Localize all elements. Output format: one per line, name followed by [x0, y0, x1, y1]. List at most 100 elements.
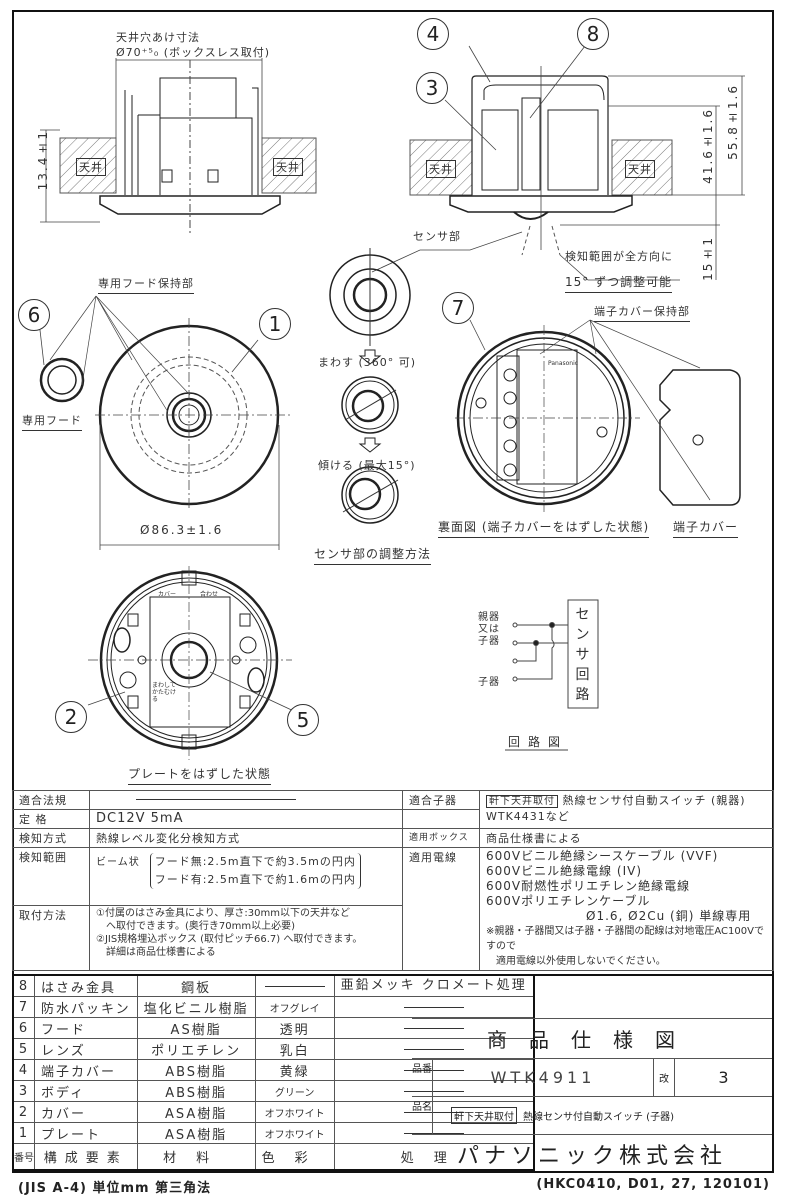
revision-number: 3 [718, 1068, 729, 1087]
product-name-tag: 軒下天井取付 [451, 1107, 517, 1124]
part-name: カバー [34, 1101, 138, 1123]
spec-compat-label: 適合子器 [402, 790, 480, 810]
part-name: 防水パッキン [34, 996, 138, 1018]
sensor-height-dim: 15±1 [701, 236, 715, 281]
hood-label: 専用フード [22, 412, 82, 431]
install-line: ②JIS規格埋込ボックス (取付ピッチ66.7) へ取付できます。 [96, 934, 363, 946]
wire-note: ※親器・子器間又は子器・子器間の配線は対地電圧AC100Vですので [486, 926, 764, 952]
range-type: ビーム状 [96, 857, 140, 868]
wire-line: 600Vビニル絶縁電線 (IV) [486, 864, 643, 878]
install-line: ①付属のはさみ金具により、厚さ:30mm以下の天井など [96, 908, 350, 920]
parts-row: 7 防水パッキン 塩化ビニル樹脂 オフグレイ [12, 996, 535, 1018]
wire-note: 適用電線以外使用しないでください。 [496, 956, 666, 967]
balloon-2: 2 [55, 701, 87, 733]
spec-rating-value: DC12V 5mA [89, 809, 403, 829]
front-view [39, 295, 290, 550]
compat-line2: WTK4431など [486, 810, 570, 823]
header-name: 構成要素 [34, 1143, 138, 1170]
part-material: 鋼板 [136, 974, 256, 997]
tilt-label: 傾ける (最大15°) [318, 459, 416, 472]
range-line1: フード無:2.5m直下で約3.5mの円内 [154, 855, 356, 868]
range-line2: フード有:2.5m直下で約1.6mの円内 [154, 873, 356, 886]
spec-law-label: 適合法規 [12, 790, 90, 810]
hole-size-dim: Ø70⁺⁵₀ (ボックスレス取付) [116, 46, 271, 59]
body-height-dim: 41.6±1.6 [701, 108, 715, 184]
wire-line: Ø1.6, Ø2Cu (銅) 単線専用 [586, 909, 752, 923]
compat-tag: 軒下天井取付 [486, 795, 558, 808]
sensor-part-label: センサ部 [413, 230, 461, 243]
part-no: 6 [12, 1017, 35, 1039]
part-no: 7 [12, 996, 35, 1018]
spec-box-label: 適用ボックス [402, 828, 480, 848]
align-mark: 合わせ [200, 591, 219, 598]
sensor-circuit-box-label: センサ回路 [575, 607, 591, 703]
part-color: 透明 [254, 1017, 335, 1039]
wire-line: 600V耐燃性ポリエチレン絶縁電線 [486, 879, 691, 893]
ceiling-label: 天井 [273, 158, 303, 176]
spec-method-label: 検知方式 [12, 828, 90, 848]
balloon-1: 1 [259, 308, 291, 340]
plate-removed-caption: プレートをはずした状態 [128, 765, 272, 785]
part-material: ポリエチレン [136, 1038, 256, 1060]
part-material: AS樹脂 [136, 1017, 256, 1039]
compat-line1: 熱線センサ付自動スイッチ (親器) [562, 794, 746, 807]
header-color: 色彩 [254, 1143, 335, 1170]
part-material: ASA樹脂 [136, 1122, 256, 1144]
hood-holder-label: 専用フード保持部 [98, 275, 194, 294]
part-name: 端子カバー [34, 1059, 138, 1081]
ceiling-label: 天井 [625, 160, 655, 178]
ceiling-label: 天井 [426, 160, 456, 178]
rotate-label: まわす (360° 可) [318, 356, 417, 369]
spec-range-label: 検知範囲 [12, 846, 90, 907]
terminal-cover-holder-label: 端子カバー保持部 [594, 303, 690, 322]
parts-row: 1 プレート ASA樹脂 オフホワイト [12, 1122, 535, 1144]
product-name-label: 品名 [412, 1097, 433, 1134]
part-no: 4 [12, 1059, 35, 1081]
left-side-view [40, 58, 317, 235]
part-color: オフホワイト [254, 1122, 335, 1144]
part-color: オフグレイ [254, 996, 335, 1018]
wire-line: 600Vビニル絶縁シースケーブル (VVF) [486, 849, 719, 863]
part-no: 5 [12, 1038, 35, 1060]
revision-label: 改 [654, 1059, 675, 1096]
header-material: 材料 [136, 1143, 256, 1170]
part-material: ASA樹脂 [136, 1101, 256, 1123]
balloon-5: 5 [287, 704, 319, 736]
part-no: 3 [12, 1080, 35, 1102]
spec-law-value-empty [136, 798, 296, 800]
part-no: 8 [12, 974, 35, 997]
circuit-child-label: 子器 [478, 677, 500, 688]
height-dim: 13.4±1 [36, 130, 50, 191]
part-color: 乳白 [254, 1038, 335, 1060]
title-block: 商品仕様図 品番 WTK4911 改 3 品名 軒下天井取付 熱線センサ付自動ス… [412, 974, 774, 1173]
part-material: 塩化ビニル樹脂 [136, 996, 256, 1018]
parts-header-row: 番号 構成要素 材料 色彩 処理 [12, 1143, 535, 1170]
terminal-cover-caption: 端子カバー [673, 518, 739, 538]
footer-scale-info: (JIS A-4) 単位mm 第三角法 [18, 1181, 212, 1196]
document-title: 商品仕様図 [412, 1018, 772, 1058]
part-number: WTK4911 [433, 1059, 654, 1096]
brand-mark: Panasonic [548, 360, 579, 367]
header-no: 番号 [12, 1143, 35, 1170]
balloon-3: 3 [416, 72, 448, 104]
total-height-dim: 55.8±1.6 [726, 84, 740, 160]
turn-mark: まわして かたむける [152, 682, 177, 703]
adjust-note: 15° ずつ調整可能 [565, 273, 673, 293]
circuit-parent-child-label: 親器 又は 子器 [478, 612, 500, 647]
part-color-empty [264, 985, 325, 987]
part-no: 2 [12, 1101, 35, 1123]
balloon-7: 7 [442, 292, 474, 324]
spec-box-value: 商品仕様書による [479, 828, 774, 848]
footer-doc-code: (HKC0410, D01, 27, 120101) [536, 1177, 770, 1192]
drawing-frame [12, 10, 774, 1173]
part-name: はさみ金具 [34, 974, 138, 997]
part-color: 黄緑 [254, 1059, 335, 1081]
parts-table: 8 はさみ金具 鋼板 亜鉛メッキ クロメート処理 7 防水パッキン 塩化ビニル樹… [12, 974, 535, 1171]
ceiling-label: 天井 [76, 158, 106, 176]
drawing-lines [39, 45, 745, 760]
wire-line: 600Vポリエチレンケーブル [486, 894, 651, 908]
spec-table: 適合法規 適合子器 軒下天井取付 熱線センサ付自動スイッチ (親器) WTK443… [12, 790, 774, 971]
hole-size-label: 天井穴あけ寸法 [116, 31, 200, 44]
parts-row: 5 レンズ ポリエチレン 乳白 [12, 1038, 535, 1060]
part-name: レンズ [34, 1038, 138, 1060]
